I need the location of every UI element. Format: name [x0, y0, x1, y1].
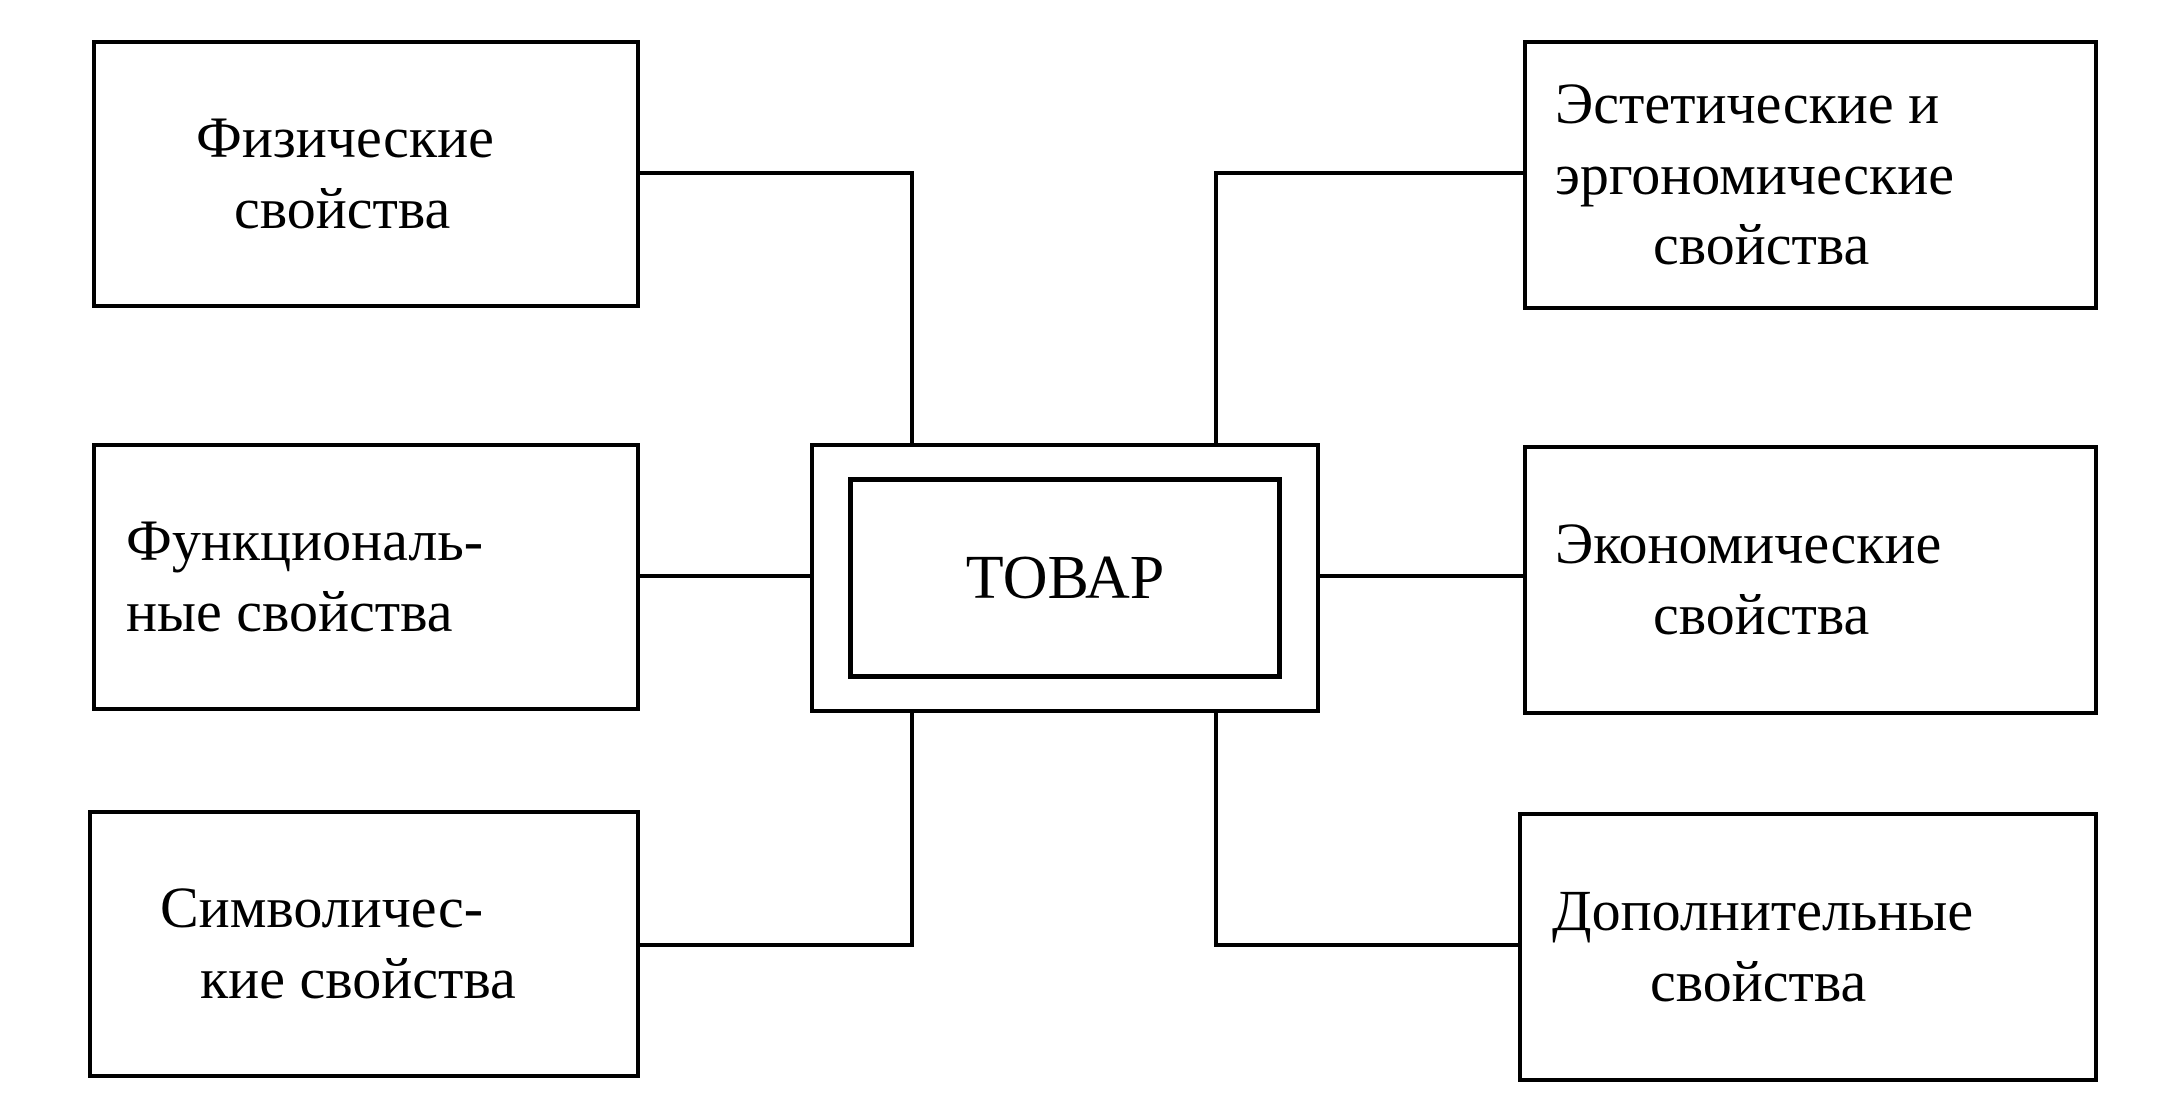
aesthetic-ergonomic-properties-box: Эстетические и эргономические свойства [1523, 40, 2098, 310]
physical-properties-box: Физические свойства [92, 40, 640, 308]
functional-properties-line-1: Функциональ- [126, 508, 484, 574]
functional-properties-box: Функциональ- ные свойства [92, 443, 640, 711]
product-center-inner-box: ТОВАР [848, 477, 1282, 679]
symbolic-properties-box: Символичес- кие свойства [88, 810, 640, 1078]
symbolic-properties-line-1: Символичес- [160, 875, 484, 941]
product-center-box: ТОВАР [810, 443, 1320, 713]
economic-properties-line-2: свойства [1653, 582, 1870, 647]
economic-properties-box: Экономические свойства [1523, 445, 2098, 715]
functional-properties-line-2: ные свойства [126, 579, 453, 644]
physical-properties-line-2: свойства [234, 176, 451, 241]
connector-aesthetic [1214, 171, 1525, 445]
product-label: ТОВАР [965, 543, 1165, 612]
physical-properties-line-1: Физические [196, 105, 494, 171]
connector-physical [638, 171, 914, 445]
connector-additional [1214, 711, 1520, 947]
aesthetic-properties-line-1: Эстетические и [1555, 70, 1940, 136]
additional-properties-line-2: свойства [1650, 949, 1867, 1014]
symbolic-properties-line-2: кие свойства [200, 946, 516, 1011]
aesthetic-properties-line-3: свойства [1653, 212, 1870, 278]
economic-properties-line-1: Экономические [1555, 511, 1942, 577]
additional-properties-line-1: Дополнительные [1552, 878, 1974, 944]
connector-symbolic [638, 711, 914, 947]
aesthetic-properties-line-2: эргономические [1555, 141, 1954, 207]
additional-properties-box: Дополнительные свойства [1518, 812, 2098, 1082]
